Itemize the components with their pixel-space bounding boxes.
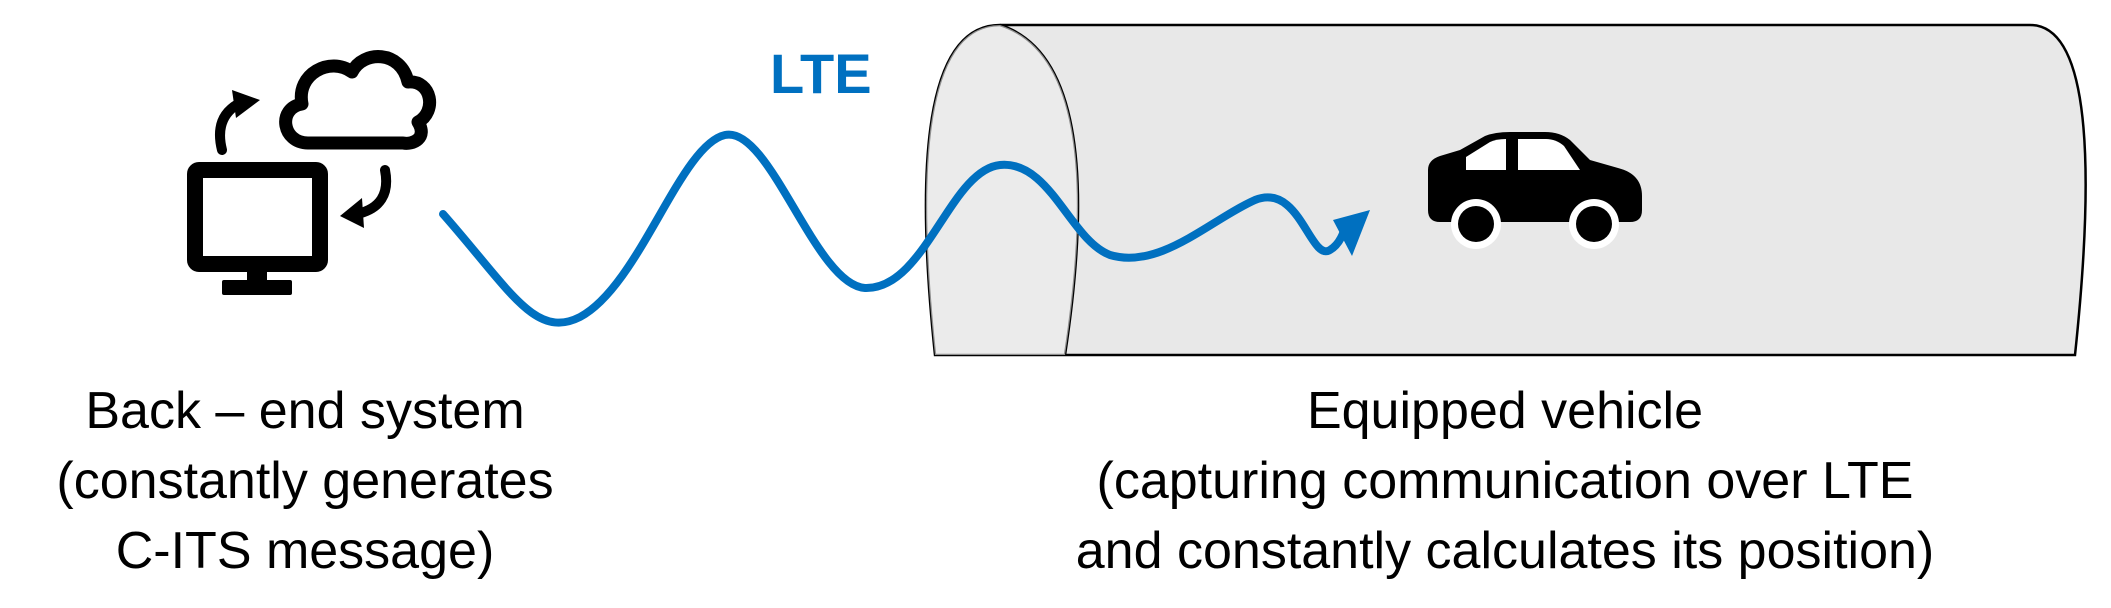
vehicle-caption-line: Equipped vehicle bbox=[1306, 382, 1704, 440]
vehicle-caption: Equipped vehicle (capturing communicatio… bbox=[960, 376, 2050, 586]
signal-wave-path bbox=[439, 130, 1349, 327]
computer-monitor-icon bbox=[187, 162, 328, 295]
backend-caption: Back – end system (constantly generates … bbox=[0, 376, 610, 586]
tunnel-entrance-shade bbox=[925, 25, 1079, 355]
cloud-icon bbox=[279, 50, 437, 150]
sync-arrows-icon bbox=[215, 90, 392, 228]
vehicle-caption-line: (capturing communication over LTE bbox=[1096, 452, 1914, 510]
backend-caption-line: Back – end system bbox=[85, 382, 525, 440]
backend-caption-line: (constantly generates bbox=[56, 452, 554, 510]
lte-signal-wave bbox=[439, 130, 1370, 327]
signal-arrowhead bbox=[1333, 210, 1370, 256]
backend-caption-line: C-ITS message) bbox=[115, 522, 495, 580]
lte-label: LTE bbox=[770, 42, 872, 105]
car-icon bbox=[1428, 132, 1642, 249]
vehicle-caption-line: and constantly calculates its position) bbox=[1075, 522, 1935, 580]
backend-system-icon bbox=[187, 50, 437, 295]
